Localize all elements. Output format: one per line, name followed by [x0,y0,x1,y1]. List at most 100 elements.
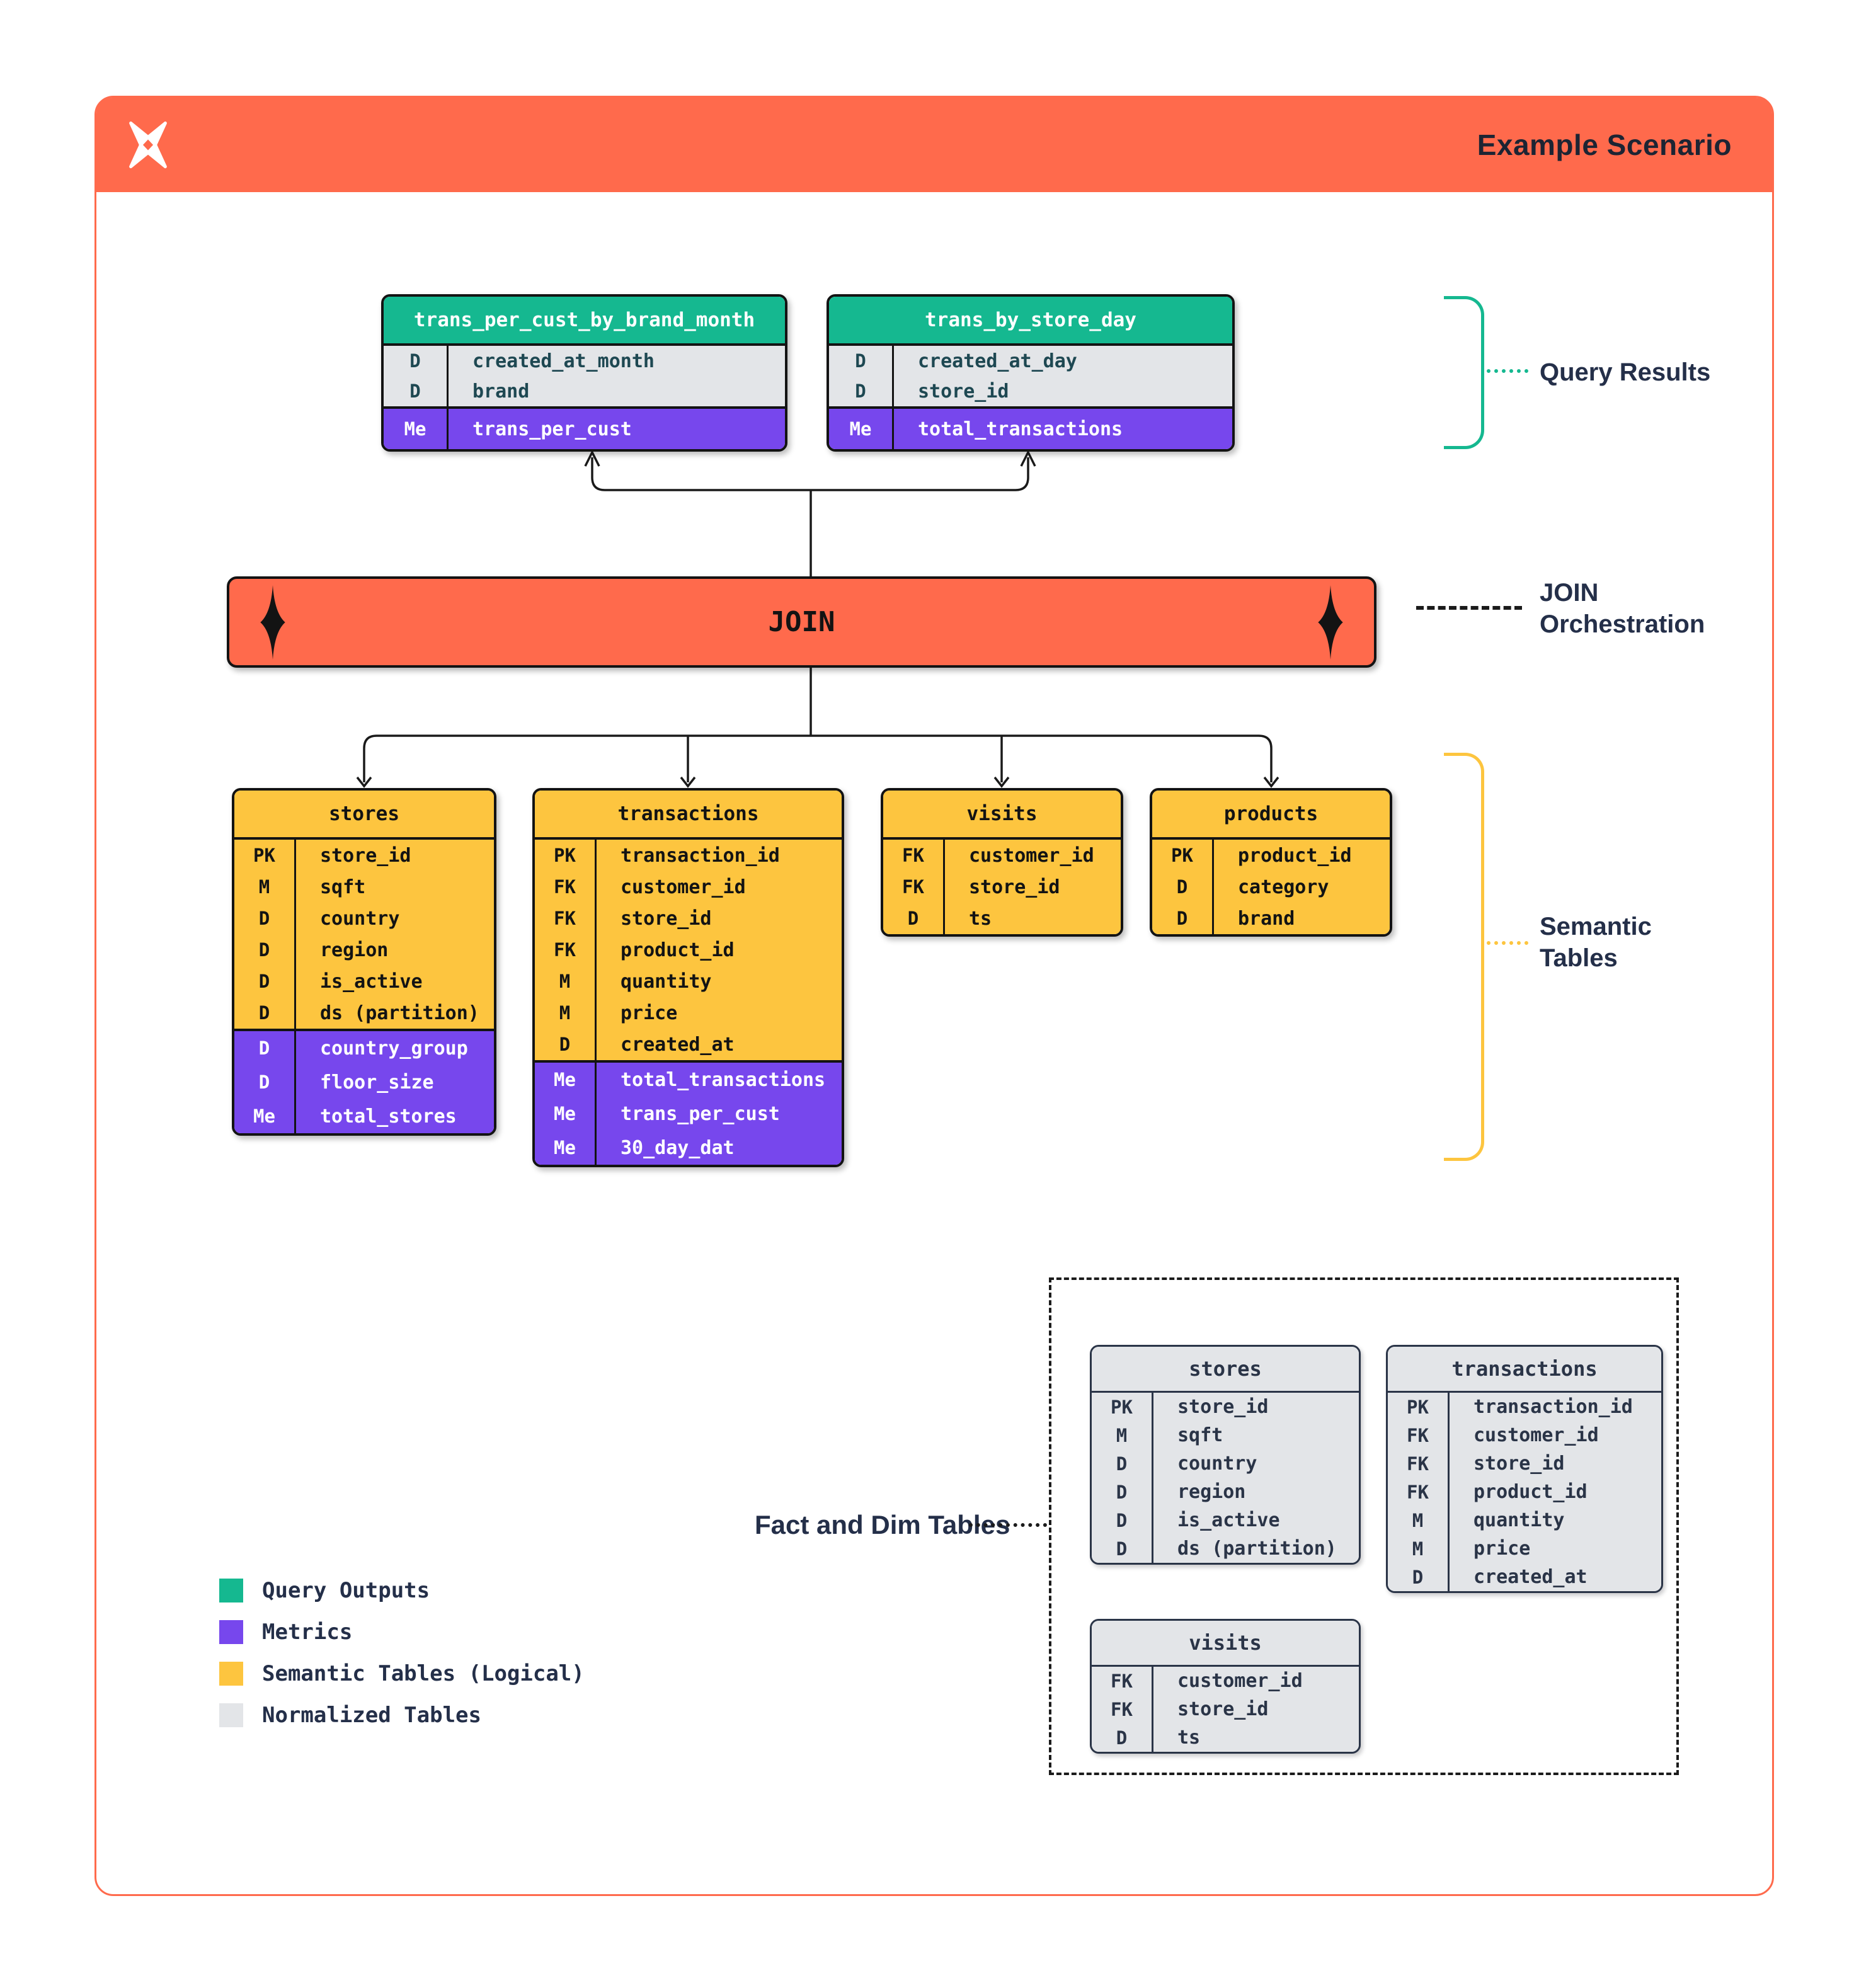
row-key-badge: D [384,346,449,376]
row-key-badge: M [535,966,597,997]
row-field-name: region [1177,1481,1246,1503]
row-field-name: product_id [1473,1481,1588,1503]
row-key-badge: D [234,1031,296,1065]
join-orchestration-dashed-line [1416,606,1522,610]
row-field-name: store_id [621,907,712,930]
semantic-tables-dotted-line [1487,941,1528,945]
row-field-name: store_id [969,876,1060,898]
row-field-name: quantity [621,970,712,993]
row-field-name: price [1473,1538,1531,1560]
row-key-badge: FK [1092,1695,1153,1723]
row-field-name: trans_per_cust [621,1102,780,1125]
row-field-name: country [1177,1453,1257,1475]
row-field-name: is_active [1177,1509,1280,1531]
row-field-name: created_at_day [918,350,1077,372]
row-key-badge: D [1092,1723,1153,1752]
row-key-badge: FK [883,871,945,903]
row-field-name: product_id [1238,844,1352,867]
row-field-name: quantity [1473,1509,1565,1531]
row-key-badge: FK [1388,1449,1450,1478]
row-field-name: sqft [320,876,366,898]
row-key-badge: Me [234,1099,296,1133]
legend-item: Query Outputs [219,1578,585,1603]
row-key-badge: D [1092,1506,1153,1534]
table-title: products [1152,791,1390,840]
row-key-badge: PK [1388,1393,1450,1421]
row-field-name: ds (partition) [320,1002,479,1024]
row-field-name: ts [969,907,992,930]
row-key-badge: FK [535,903,597,934]
row-key-badge: M [535,997,597,1029]
sparkle-diamond-icon [1318,585,1343,660]
row-field-name: created_at_month [472,350,655,372]
row-key-badge: PK [1092,1393,1153,1421]
row-field-name: sqft [1177,1424,1223,1446]
row-key-badge: Me [535,1131,597,1165]
row-key-badge: PK [1152,840,1214,871]
query-results-label: Query Results [1540,358,1711,386]
legend-item: Metrics [219,1620,585,1645]
semantic-tables-label: Semantic Tables [1540,911,1652,974]
row-field-name: store_id [1177,1698,1269,1720]
row-field-name: region [320,939,389,961]
legend-swatch-query-outputs [219,1579,243,1602]
table-title: transactions [535,791,842,840]
legend-item: Normalized Tables [219,1703,585,1728]
join-orchestration-label: JOIN Orchestration [1540,577,1705,640]
row-field-name: total_transactions [918,418,1123,440]
row-field-name: store_id [918,380,1009,403]
row-field-name: product_id [621,939,735,961]
table-title: stores [234,791,494,840]
row-key-badge: D [234,1065,296,1099]
row-key-badge: M [1388,1506,1450,1534]
row-field-name: total_transactions [621,1068,826,1091]
row-field-name: total_stores [320,1105,457,1128]
table-row: PK product_id [1152,840,1390,871]
row-key-badge: PK [234,840,296,871]
table-title: trans_per_cust_by_brand_month [384,297,785,346]
table-row: FK product_id [1388,1478,1661,1506]
row-key-badge: D [1152,871,1214,903]
table-row: FK store_id [883,871,1121,903]
row-key-badge: M [1092,1421,1153,1449]
table-row: FK store_id [1092,1695,1359,1723]
row-key-badge: D [234,997,296,1029]
row-key-badge: FK [1388,1421,1450,1449]
row-field-name: created_at [621,1033,735,1056]
table-row: Me total_stores [234,1099,494,1133]
row-key-badge: FK [1388,1478,1450,1506]
fact-dim-dashed-box [1049,1277,1679,1775]
row-key-badge: M [234,871,296,903]
page-title: Example Scenario [1477,129,1732,161]
legend-label: Semantic Tables (Logical) [262,1661,585,1686]
